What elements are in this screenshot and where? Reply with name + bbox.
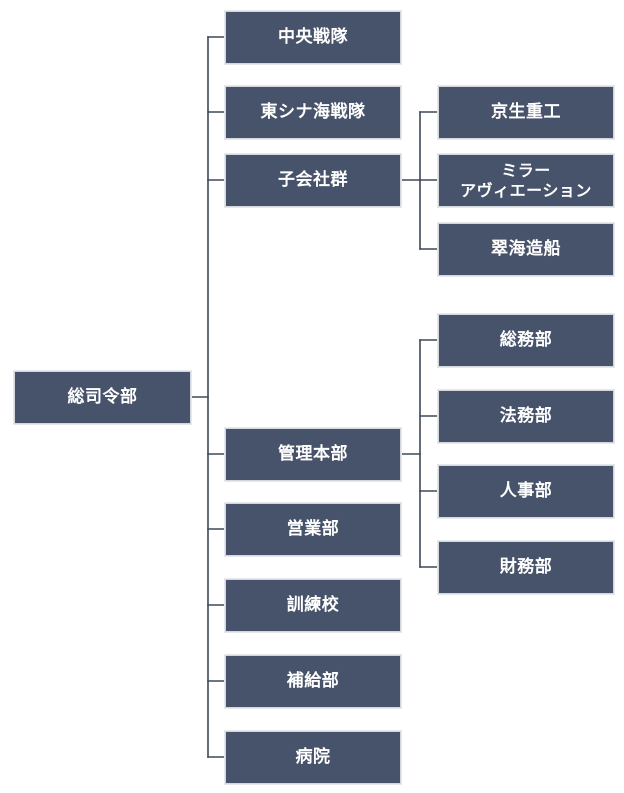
- node-label: 管理本部: [278, 444, 348, 465]
- node-label: 病院: [295, 747, 331, 768]
- node-kogaisha-gun: 子会社群: [225, 154, 401, 207]
- node-label: 子会社群: [278, 170, 348, 191]
- node-label: 補給部: [286, 671, 340, 692]
- node-label: 東シナ海戦隊: [260, 102, 366, 123]
- node-label: 訓練校: [286, 595, 340, 616]
- node-label: 営業部: [286, 519, 340, 540]
- node-somu-bu: 総務部: [438, 314, 614, 367]
- node-label: 人事部: [499, 481, 553, 502]
- node-kunren-ko: 訓練校: [225, 579, 401, 632]
- node-label: 京生重工: [491, 102, 561, 123]
- node-root-label: 総司令部: [67, 387, 138, 408]
- node-higashishinakai-sentai: 東シナ海戦隊: [225, 86, 401, 139]
- node-suikai-zosen: 翠海造船: [438, 223, 614, 276]
- node-hokyu-bu: 補給部: [225, 655, 401, 708]
- node-label: 総務部: [499, 330, 553, 351]
- node-zaimu-bu: 財務部: [438, 541, 614, 594]
- node-label-line1: ミラー: [501, 160, 551, 180]
- node-root: 総司令部: [14, 371, 191, 424]
- node-label: 中央戦隊: [278, 27, 348, 48]
- node-kyosei-juko: 京生重工: [438, 86, 614, 139]
- node-kanri-honbu: 管理本部: [225, 428, 401, 481]
- node-label: 翠海造船: [491, 239, 561, 260]
- node-homu-bu: 法務部: [438, 390, 614, 443]
- node-label: 法務部: [499, 406, 553, 427]
- node-mirror-aviation: ミラー アヴィエーション: [438, 154, 614, 207]
- node-byoin: 病院: [225, 731, 401, 784]
- node-label: 財務部: [499, 557, 553, 578]
- node-label-line2: アヴィエーション: [460, 180, 592, 200]
- node-chuo-sentai: 中央戦隊: [225, 11, 401, 64]
- node-eigyo-bu: 営業部: [225, 503, 401, 556]
- node-jinji-bu: 人事部: [438, 465, 614, 518]
